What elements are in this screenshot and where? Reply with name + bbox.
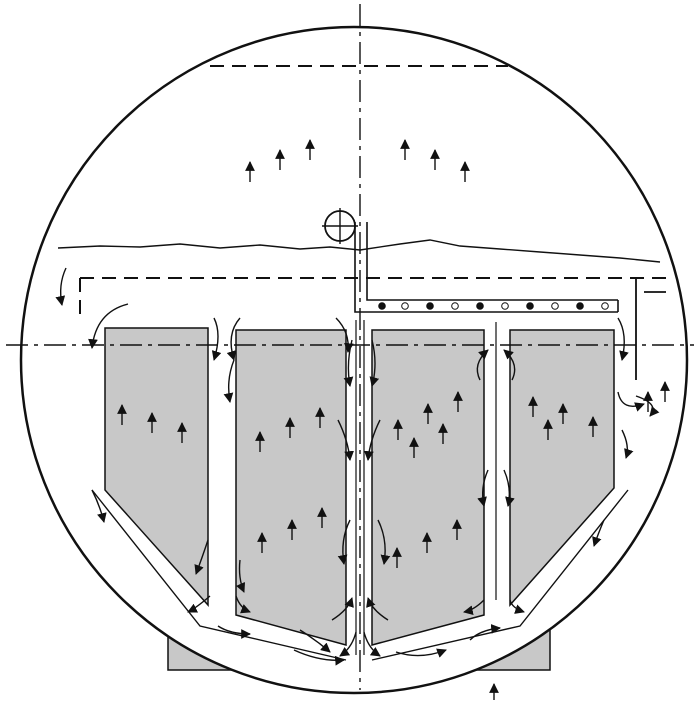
flow-arrow-icon [299, 629, 331, 653]
nozzle-icon [576, 302, 584, 310]
flow-arrow-icon [335, 317, 354, 353]
flow-arrow-icon [377, 519, 391, 565]
overflow-weir [635, 278, 666, 380]
flow-arrow-icon [211, 317, 222, 361]
flow-arrow-icon [366, 597, 389, 621]
bundle-center-left [235, 329, 347, 646]
flow-arrow-icon [617, 391, 645, 412]
flow-arrow-icon [343, 339, 354, 387]
flow-arrow-icon [621, 429, 634, 459]
nozzle-icon [476, 302, 484, 310]
weir-dashed-frame [79, 65, 666, 320]
flow-arrow-icon [223, 359, 235, 403]
flow-arrow-icon [88, 303, 129, 349]
flow-arrow-icon [339, 631, 357, 657]
lower-channel-guides [91, 489, 629, 661]
nozzle-icon [451, 302, 459, 310]
flow-arrow-icon [463, 599, 485, 616]
nozzle-icon [601, 302, 609, 310]
flow-arrow-icon [635, 395, 660, 417]
flow-arrow-icon [235, 595, 251, 614]
flow-arrow-icon [217, 625, 251, 639]
flow-arrow-icon [369, 339, 380, 387]
flow-arrow-icon [509, 599, 525, 614]
flow-arrow-icon [337, 519, 351, 565]
flow-arrow-icon [226, 317, 241, 361]
flow-arrow-icon [469, 624, 501, 641]
flow-arrow-icon [236, 559, 246, 593]
flow-arrows [55, 267, 660, 666]
flow-arrow-icon [476, 349, 489, 381]
flow-arrow-icon [91, 489, 107, 523]
flow-arrow-icon [55, 267, 67, 306]
vapor-arrows [117, 139, 670, 568]
crosshair-icon [322, 208, 358, 244]
flow-arrow-icon [617, 317, 629, 361]
flow-arrow-icon [364, 419, 381, 461]
flow-arrow-icon [395, 648, 447, 658]
nozzle-icon [378, 302, 386, 310]
feed-pipe [354, 222, 619, 313]
flow-arrow-icon [363, 631, 381, 657]
flow-arrow-icon [503, 469, 515, 507]
gap-guides [355, 320, 497, 655]
nozzle-icon [426, 302, 434, 310]
bundle-center-right [371, 329, 485, 646]
nozzle-icon [401, 302, 409, 310]
flow-arrow-icon [477, 469, 489, 507]
flow-arrow-icon [337, 419, 354, 461]
flow-arrow-icon [187, 595, 211, 613]
bundle-left [104, 327, 209, 607]
nozzle-icon [526, 302, 534, 310]
nozzle-row [378, 302, 609, 310]
flow-arrow-icon [194, 539, 209, 575]
flow-arrow-icon [592, 519, 605, 547]
nozzle-icon [551, 302, 559, 310]
flow-arrow-icon [331, 597, 354, 621]
nozzle-icon [501, 302, 509, 310]
flow-arrow-icon [503, 349, 516, 381]
flow-arrow-icon [293, 649, 345, 666]
